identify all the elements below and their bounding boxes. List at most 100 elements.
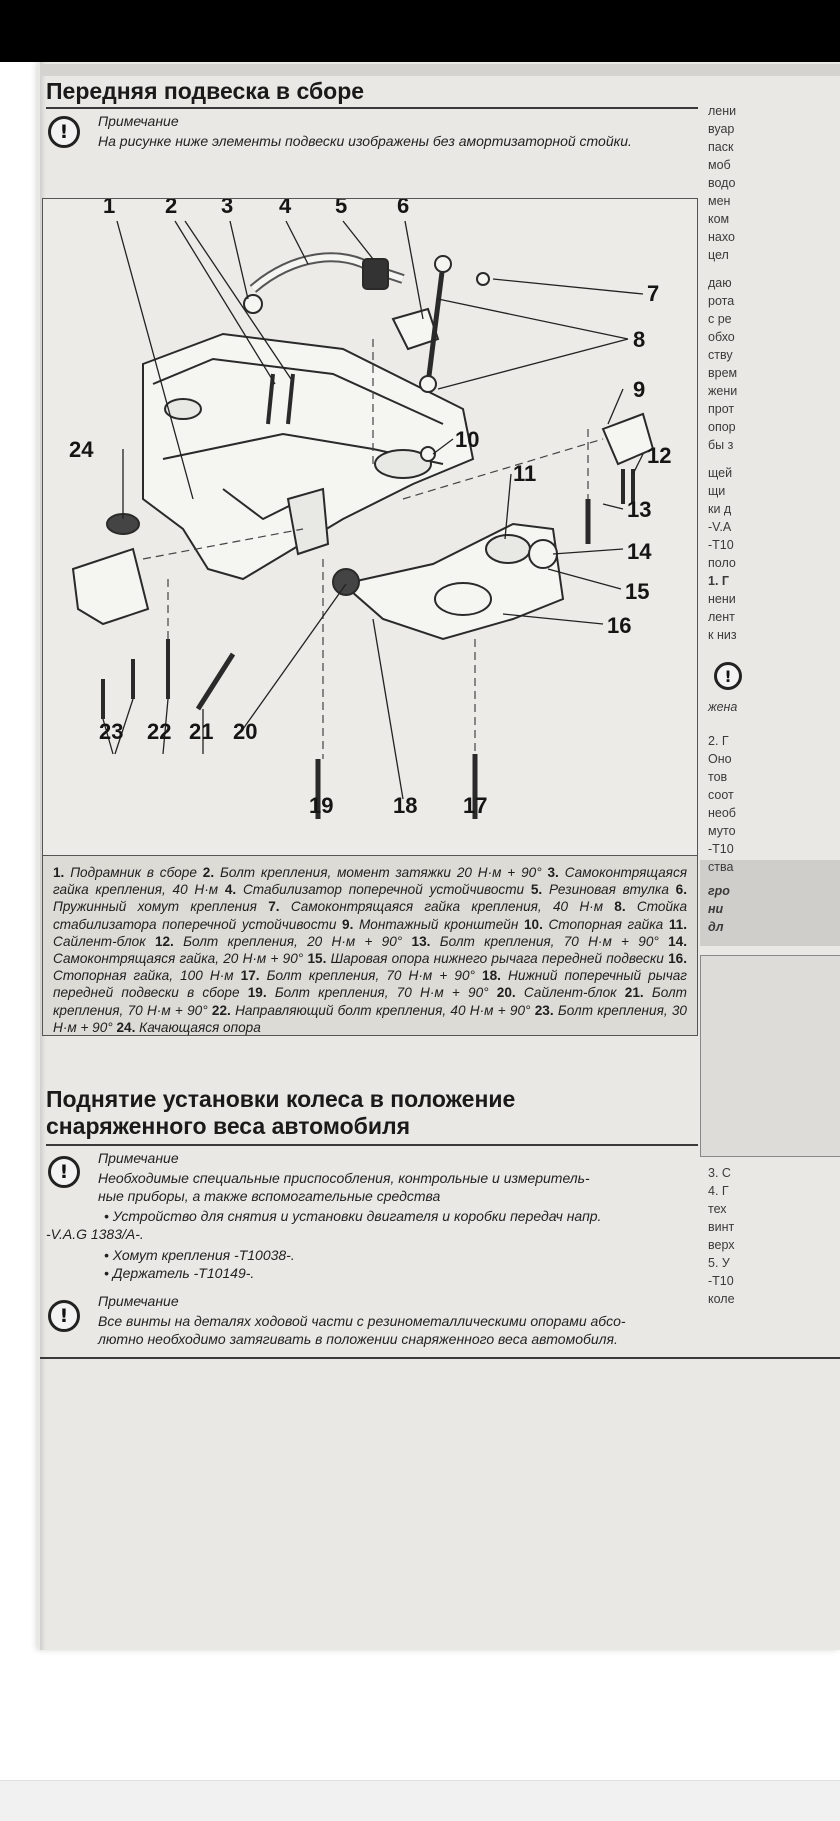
bottom-rule	[40, 1357, 840, 1359]
rc-line: прот	[708, 402, 735, 416]
callout-7: 7	[647, 281, 660, 306]
callout-13: 13	[627, 497, 652, 522]
callout-9: 9	[633, 377, 646, 402]
rc-line: лент	[708, 610, 735, 624]
rc-line: опор	[708, 420, 736, 434]
legend-item: 6. Пружинный хомут крепления	[53, 882, 687, 915]
rc-line: ства	[708, 860, 734, 874]
note-icon: !	[714, 662, 742, 690]
legend-item: 7. Самоконтрящаяся гайка крепления, 40 Н…	[268, 899, 615, 915]
rc-line: гро	[708, 884, 730, 898]
note-heading: Примечание	[98, 113, 179, 129]
legend-item: 8. Стойка стабилизатора поперечной устой…	[53, 899, 688, 932]
section-rule	[46, 1144, 698, 1146]
callout-2: 2	[165, 198, 178, 218]
rc-line: жени	[708, 384, 738, 398]
legend-item: 23. Болт крепления, 30 Н·м + 90°	[53, 1002, 687, 1035]
legend-item: 24. Качающаяся опора	[116, 1019, 261, 1035]
callout-6: 6	[397, 198, 410, 218]
callout-18: 18	[393, 793, 418, 818]
note-heading: Примечание	[98, 1150, 179, 1166]
legend-item: 16. Стопорная гайка, 100 Н·м	[53, 951, 687, 984]
rc-line: ки д	[708, 502, 732, 516]
section-title-wheel-raise-line1: Поднятие установки колеса в положение	[46, 1086, 516, 1112]
legend-item: 17. Болт крепления, 70 Н·м + 90°	[240, 968, 483, 984]
legend-item: 19. Болт крепления, 70 Н·м + 90°	[247, 985, 497, 1001]
rc-line: врем	[708, 366, 738, 380]
legend-item: 14. Самоконтрящаяся гайка, 20 Н·м + 90°	[53, 933, 688, 967]
suspension-exploded-diagram: 1 2 3 4 5 6 7 8 9 10 11 12 13 14 15 16 1…	[42, 198, 698, 856]
rc-line: ком	[708, 212, 730, 226]
callout-4: 4	[279, 198, 292, 218]
callout-11: 11	[513, 461, 537, 486]
navigation-bar	[0, 1780, 840, 1821]
bullet-item: • Хомут крепления -T10038-.	[104, 1247, 295, 1263]
rc-line: тов	[708, 770, 728, 784]
right-column-table	[700, 955, 840, 1157]
rc-line: паск	[708, 140, 734, 154]
note-text-line: ные приборы, а также вспомогательные сре…	[98, 1188, 441, 1204]
callout-14: 14	[627, 539, 652, 564]
callout-16: 16	[607, 613, 632, 638]
rc-line: -T10	[708, 842, 734, 856]
legend-item: 2. Болт крепления, момент затяжки 20 Н·м…	[202, 865, 548, 880]
rc-line: обхо	[708, 330, 735, 344]
legend-item: 18. Нижний поперечный рычаг передней под…	[53, 968, 687, 1001]
rc-line: муто	[708, 824, 736, 838]
rc-line: 2. Г	[708, 734, 729, 748]
callout-15: 15	[625, 579, 650, 604]
rc-line: Оно	[708, 752, 732, 766]
rc-line: щи	[708, 484, 726, 498]
callout-17: 17	[463, 793, 488, 818]
rc-line: к низ	[708, 628, 737, 642]
legend-item: 21. Болт крепления, 70 Н·м + 90°	[53, 985, 687, 1018]
legend-item: 10. Стопорная гайка	[523, 916, 669, 932]
rc-line: поло	[708, 556, 736, 570]
bullet-item: • Устройство для снятия и установки двиг…	[104, 1208, 602, 1224]
legend-item: 3. Самоконтрящаяся гайка крепления, 40 Н…	[53, 865, 688, 898]
rc-line: мен	[708, 194, 731, 208]
callout-8: 8	[633, 327, 646, 352]
rc-line: водо	[708, 176, 736, 190]
rc-line: цел	[708, 248, 729, 262]
bullet-item: • Держатель -T10149-.	[104, 1265, 255, 1281]
callout-20: 20	[233, 719, 258, 744]
callout-10: 10	[455, 427, 480, 452]
rc-line: верх	[708, 1238, 735, 1252]
rc-line: нахо	[708, 230, 735, 244]
rc-line: лени	[708, 104, 737, 118]
page-top-band	[40, 64, 840, 76]
rc-line: вуар	[708, 122, 735, 136]
note-text-line: Необходимые специальные приспособления, …	[98, 1170, 590, 1186]
rc-line: бы з	[708, 438, 734, 452]
section-title-wheel-raise-line2: снаряженного веса автомобиля	[46, 1113, 411, 1139]
rc-line: -T10	[708, 1274, 734, 1288]
rc-line: ни	[708, 902, 724, 916]
rc-line: щей	[708, 466, 733, 480]
legend-item: 15. Шаровая опора нижнего рычага передне…	[307, 951, 669, 967]
callout-24: 24	[69, 437, 94, 462]
legend-item: 20. Сайлент-блок	[496, 985, 625, 1001]
rc-line: винт	[708, 1220, 735, 1234]
note-icon: !	[48, 1156, 80, 1188]
status-bar	[0, 0, 840, 62]
diagram-illustration	[71, 220, 655, 819]
rc-line: 3. С	[708, 1166, 731, 1180]
callout-21: 21	[189, 719, 214, 744]
bullet-item-continuation: -V.A.G 1383/A-.	[46, 1226, 144, 1242]
rc-line: тех	[708, 1202, 727, 1216]
rc-line: с ре	[708, 312, 732, 326]
rc-line: 4. Г	[708, 1184, 729, 1198]
legend-item: 9. Монтажный кронштейн	[342, 916, 524, 932]
callout-19: 19	[309, 793, 334, 818]
callout-12: 12	[647, 443, 672, 468]
rc-line: -T10	[708, 538, 734, 552]
callout-23: 23	[99, 719, 124, 744]
rc-line: необ	[708, 806, 736, 820]
callout-5: 5	[335, 198, 348, 218]
section-title-front-suspension: Передняя подвеска в сборе	[46, 78, 365, 104]
figure-legend: 1. Подрамник в сборе 2. Болт крепления, …	[42, 856, 698, 1036]
legend-item: 13. Болт крепления, 70 Н·м + 90°	[411, 933, 669, 949]
rc-line: 1. Г	[708, 574, 729, 588]
note-icon: !	[48, 116, 80, 148]
